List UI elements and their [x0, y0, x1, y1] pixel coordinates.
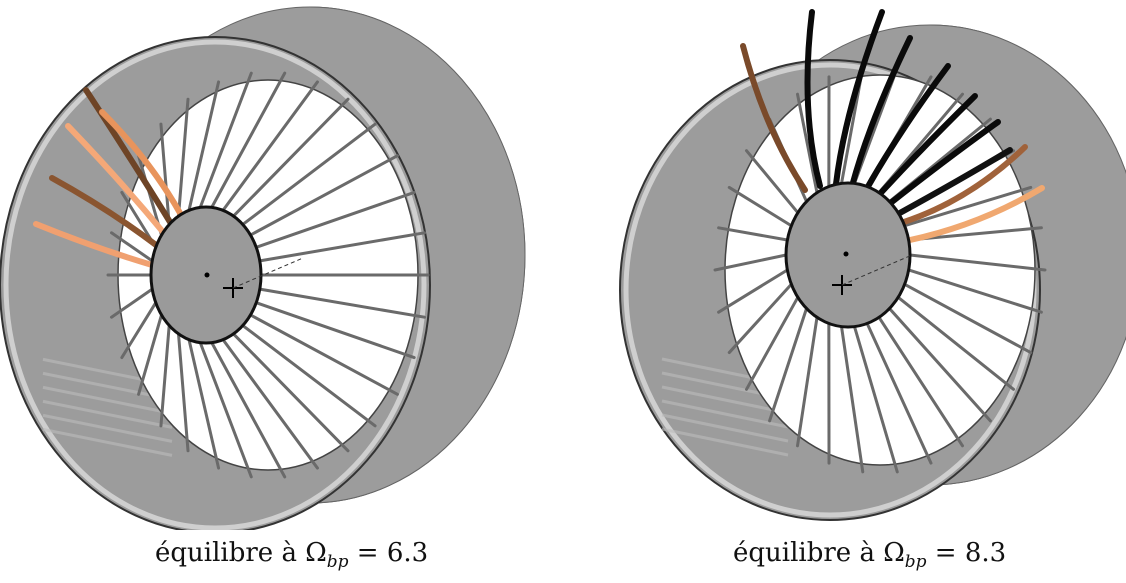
deformed-spoke — [863, 63, 951, 193]
rim-highlight — [3, 39, 427, 531]
caption-left-subscript: bp — [326, 552, 349, 573]
caption-right-value: = 8.3 — [926, 538, 1007, 568]
caption-left-prefix: équilibre à — [155, 538, 306, 568]
deformed-spoke — [740, 43, 808, 193]
spoke — [796, 315, 819, 448]
spoke — [109, 287, 154, 319]
spoke — [258, 287, 427, 319]
center-dot — [204, 272, 210, 278]
deformed-spoke — [804, 9, 823, 189]
spoke — [198, 71, 253, 209]
spoke — [159, 324, 171, 428]
spoke — [796, 92, 819, 195]
spoke — [120, 301, 158, 360]
spoke — [241, 324, 377, 428]
spoke — [903, 282, 1033, 355]
drum-streak — [42, 427, 173, 457]
spoke — [717, 226, 789, 242]
spoke — [745, 295, 800, 391]
spoke — [840, 325, 865, 474]
spoke — [109, 231, 154, 263]
spoke — [198, 341, 253, 479]
drum-streak — [661, 413, 789, 443]
spoke — [210, 71, 287, 209]
deformed-spoke — [33, 221, 155, 268]
spoke — [210, 341, 287, 479]
spoke — [177, 97, 190, 218]
drum-streak — [42, 413, 173, 443]
spoke — [159, 122, 171, 226]
spoke — [258, 231, 427, 263]
caption-left-symbol: Ω — [305, 538, 327, 568]
spoke — [232, 97, 350, 218]
spoke — [254, 301, 416, 360]
spoke — [232, 332, 350, 453]
caption-right-subscript: bp — [904, 552, 927, 573]
drum-streak — [661, 385, 789, 415]
drum-streak — [42, 385, 173, 415]
deformed-spoke — [833, 9, 885, 187]
deformed-spoke — [875, 93, 978, 199]
wheel-diagrams — [0, 6, 1126, 534]
caption-left-value: = 6.3 — [348, 538, 429, 568]
deformed-spoke — [99, 109, 183, 216]
spoke — [907, 268, 1043, 314]
wheel-left — [0, 6, 526, 534]
spoke — [717, 268, 789, 314]
spoke — [896, 295, 1015, 391]
wheel-right — [619, 9, 1126, 521]
deformed-spoke — [907, 185, 1045, 243]
spoke — [768, 307, 809, 423]
axis-dash — [232, 257, 304, 289]
caption-left: équilibre à Ωbp = 6.3 — [155, 538, 428, 572]
spoke — [137, 313, 164, 396]
deformed-spoke — [901, 144, 1028, 225]
center-dot — [843, 251, 849, 257]
spoke — [177, 332, 190, 453]
deformed-spoke — [885, 119, 1001, 208]
spoke — [254, 190, 416, 249]
spoke — [887, 307, 992, 423]
deformed-spoke — [895, 147, 1013, 217]
deformed-spoke — [49, 175, 159, 248]
spoke — [187, 80, 221, 212]
caption-right: équilibre à Ωbp = 8.3 — [733, 538, 1006, 572]
axis-dash — [841, 254, 913, 286]
caption-right-prefix: équilibre à — [733, 538, 884, 568]
spoke — [908, 253, 1047, 272]
spoke — [187, 338, 221, 470]
spoke — [241, 122, 377, 226]
spoke — [745, 149, 800, 215]
spoke — [727, 282, 793, 355]
spoke — [248, 313, 399, 396]
deformed-spoke — [65, 123, 166, 235]
spoke — [221, 338, 319, 470]
drum-streak — [42, 399, 173, 429]
spoke — [727, 185, 793, 228]
spoke — [852, 325, 899, 474]
deformed-spoke — [83, 87, 173, 225]
spoke — [221, 80, 319, 212]
drum-streak — [661, 399, 789, 429]
spoke — [248, 154, 399, 237]
spoke — [713, 253, 788, 272]
drum-streak — [661, 427, 789, 457]
spoke — [903, 185, 1033, 228]
caption-right-symbol: Ω — [883, 538, 905, 568]
deformed-spoke — [849, 35, 913, 189]
spoke — [865, 321, 933, 465]
spoke — [877, 315, 964, 448]
